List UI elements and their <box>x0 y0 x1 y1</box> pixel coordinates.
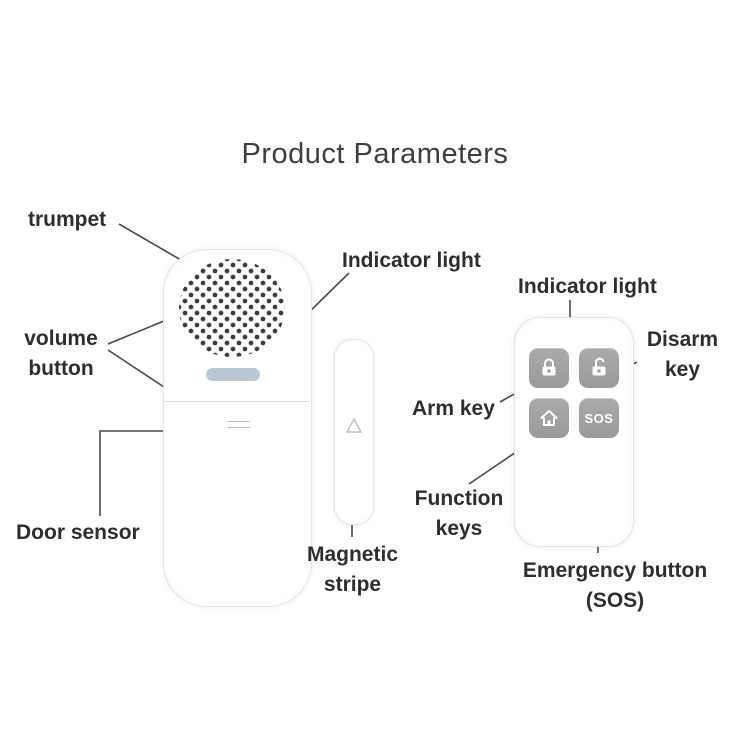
function-keys-label: Function keys <box>414 487 504 541</box>
indicator-light-label-sensor: Indicator light <box>342 249 481 272</box>
lock-icon <box>542 358 556 376</box>
arm-key-label: Arm key <box>412 397 495 420</box>
sos-button: SOS <box>579 398 619 438</box>
volume-button-label: volume button <box>24 327 98 381</box>
indicator-light-led <box>206 368 260 381</box>
trumpet-label: trumpet <box>28 208 107 231</box>
emergency-button-label: Emergency button (SOS) <box>522 559 708 613</box>
door-sensor-label: Door sensor <box>16 521 140 544</box>
speaker-grille-icon <box>179 259 285 357</box>
page-title: Product Parameters <box>241 138 509 170</box>
arm-button <box>529 348 569 388</box>
function-button <box>529 398 569 438</box>
sensor-seam-line <box>164 401 309 402</box>
magnet-arrow-icon <box>345 417 363 433</box>
volume-line-lower <box>107 349 165 388</box>
home-icon <box>540 410 558 426</box>
volume-line-upper <box>107 320 165 345</box>
disarm-button <box>579 348 619 388</box>
remote-control-device: SOS <box>514 317 634 547</box>
unlock-icon <box>592 357 606 376</box>
disarm-key-label: Disarm key <box>646 328 719 382</box>
sos-label: SOS <box>584 410 614 426</box>
magnetic-stripe-device <box>334 339 374 525</box>
battery-cover-notch <box>228 421 250 428</box>
door-sensor-device <box>163 249 312 607</box>
indicator-light-label-remote: Indicator light <box>518 275 657 298</box>
magnetic-stripe-label: Magnetic stripe <box>306 543 398 597</box>
